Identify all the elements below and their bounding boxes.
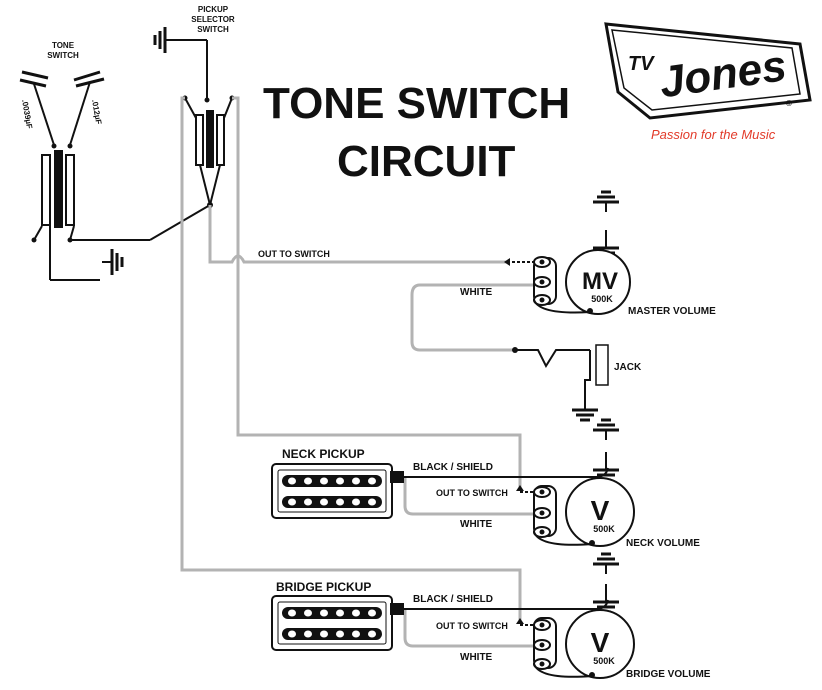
cap-right-plate-1 <box>73 70 101 82</box>
out-to-switch-top-label: OUT TO SWITCH <box>258 249 330 259</box>
bridge-pickup: BRIDGE PICKUP BLACK / SHIELD OUT TO SWIT… <box>271 580 609 663</box>
jack-label: JACK <box>614 362 642 373</box>
jones-logo: TV Jones ® <box>604 22 812 120</box>
bridge-black-shield-label: BLACK / SHIELD <box>413 594 493 605</box>
cap-left-plate-1 <box>21 70 49 80</box>
neck-pot-letter: V <box>591 495 610 526</box>
selector-label-1: PICKUP <box>198 5 229 14</box>
logo-registered-mark: ® <box>786 99 792 108</box>
cap-left-label: .0039µF <box>20 99 34 130</box>
brand-tagline: Passion for the Music <box>651 127 776 142</box>
pickup-selector-switch: PICKUP SELECTOR SWITCH <box>153 5 235 208</box>
bridge-white-label: WHITE <box>460 652 493 663</box>
logo-prefix: TV <box>628 53 655 75</box>
neck-volume-label: NECK VOLUME <box>626 538 700 549</box>
bridge-volume-label: BRIDGE VOLUME <box>626 669 711 680</box>
neck-volume-pot: V 500K NECK VOLUME <box>533 418 700 549</box>
neck-pot-value: 500K <box>593 524 615 534</box>
master-volume-label: MASTER VOLUME <box>628 306 716 317</box>
master-pot-letter: MV <box>582 268 618 295</box>
cap-right-label: .012µF <box>90 99 103 125</box>
bridge-volume-pot: V 500K BRIDGE VOLUME <box>533 552 711 680</box>
bridge-out-to-switch-label: OUT TO SWITCH <box>436 621 508 631</box>
white-wire-master-label: WHITE <box>460 287 493 298</box>
bridge-pickup-label: BRIDGE PICKUP <box>276 580 371 594</box>
tone-switch-label-2: SWITCH <box>47 51 79 60</box>
neck-out-to-switch-label: OUT TO SWITCH <box>436 488 508 498</box>
tone-switch-label-1: TONE <box>52 41 75 50</box>
bridge-pot-letter: V <box>591 627 610 658</box>
bridge-pot-value: 500K <box>593 656 615 666</box>
cap-left-plate-2 <box>19 78 47 88</box>
output-jack: JACK <box>512 344 642 422</box>
selector-label-3: SWITCH <box>197 25 229 34</box>
neck-pickup-label: NECK PICKUP <box>282 447 365 461</box>
gray-wires <box>180 96 536 648</box>
selector-label-2: SELECTOR <box>191 15 235 24</box>
diagram-title-line2: CIRCUIT <box>337 137 516 186</box>
master-pot-value: 500K <box>591 294 613 304</box>
neck-pickup: NECK PICKUP BLACK / SHIELD OUT TO SWITCH… <box>271 447 609 530</box>
master-volume-pot: MV 500K MASTER VOLUME <box>533 190 716 317</box>
tone-switch: TONE SWITCH .0039µF .012µF <box>19 41 211 281</box>
neck-white-label: WHITE <box>460 519 493 530</box>
neck-black-shield-label: BLACK / SHIELD <box>413 462 493 473</box>
diagram-title-line1: TONE SWITCH <box>263 79 571 128</box>
